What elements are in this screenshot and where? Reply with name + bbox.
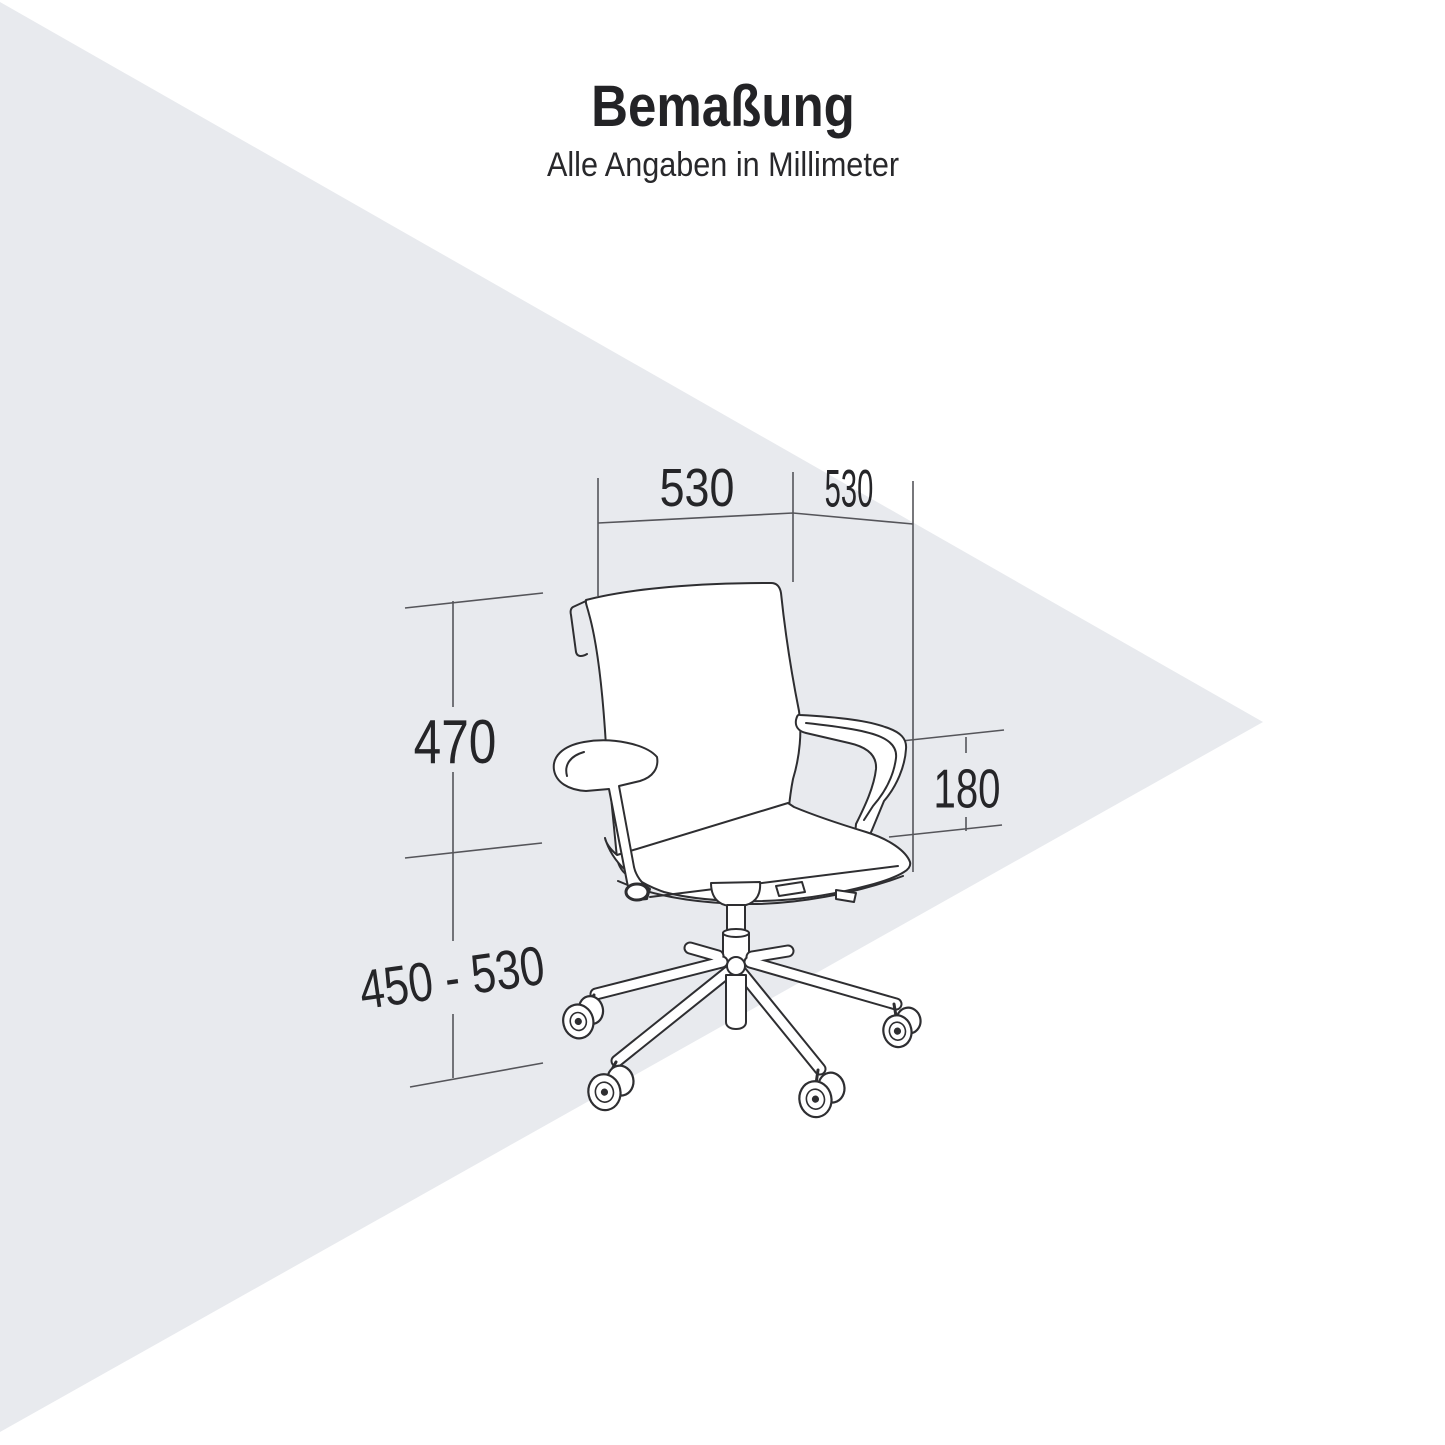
caster-left	[562, 995, 605, 1040]
caster-front-left	[587, 1064, 635, 1112]
chair-illustration	[552, 582, 922, 1119]
dimension-lines	[404, 472, 1005, 1088]
dimension-seat-width: 530	[659, 458, 735, 518]
caster-right	[882, 1006, 922, 1049]
dimension-armrest-height: 180	[933, 757, 1001, 820]
chair-mechanism	[710, 881, 762, 907]
chair-seat	[604, 802, 912, 903]
chair-backrest	[584, 582, 802, 883]
page-title: Bemaßung	[591, 74, 855, 139]
dimension-seat-depth: 530	[824, 459, 874, 519]
caster-front-right	[798, 1071, 846, 1119]
chair-armrest-left	[552, 739, 659, 901]
dimension-backrest-height: 470	[413, 708, 497, 777]
page-subtitle: Alle Angaben in Millimeter	[546, 146, 900, 184]
